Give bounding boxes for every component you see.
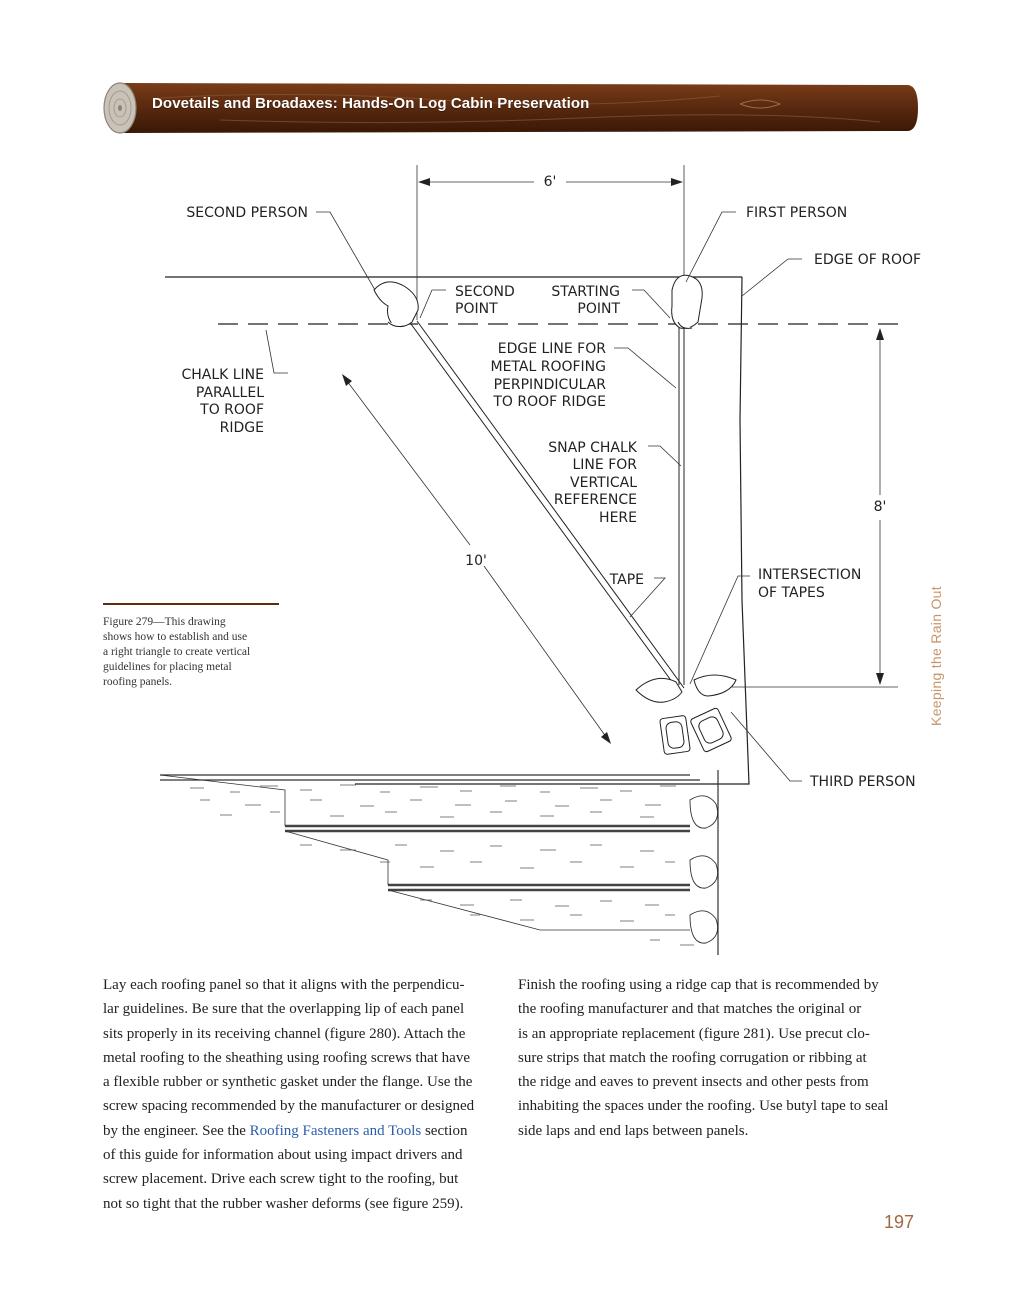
- second-point-label-1: SECOND: [455, 284, 515, 300]
- body-line: sure strips that match the roofing corru…: [518, 1049, 867, 1066]
- body-line: screw placement. Drive each screw tight …: [103, 1171, 459, 1188]
- header-log-banner: [103, 82, 918, 134]
- header-title: Dovetails and Broadaxes: Hands-On Log Ca…: [152, 95, 590, 112]
- body-line: lar guidelines. Be sure that the overlap…: [103, 1001, 465, 1018]
- chalk-line-label-2: PARALLEL: [196, 385, 264, 401]
- body-line: of this guide for information about usin…: [103, 1147, 463, 1164]
- roof-outline: [165, 276, 750, 785]
- caption-line: a right triangle to create vertical: [103, 646, 251, 658]
- six-foot-label: 6': [544, 174, 557, 190]
- body-line: not so tight that the rubber washer defo…: [103, 1195, 464, 1212]
- body-line: the roofing manufacturer and that matche…: [518, 1001, 862, 1018]
- snap-chalk-label-1: SNAP CHALK: [548, 440, 638, 456]
- second-person-hand: [373, 281, 419, 328]
- edge-of-roof-label: EDGE OF ROOF: [814, 252, 921, 268]
- body-line: inhabiting the spaces under the roofing.…: [518, 1098, 889, 1115]
- first-person-label: FIRST PERSON: [746, 205, 847, 221]
- figure-caption: Figure 279—This drawing shows how to est…: [103, 615, 283, 690]
- caption-line: roofing panels.: [103, 676, 172, 688]
- leader-lines: [265, 211, 802, 782]
- body-line: screw spacing recommended by the manufac…: [103, 1098, 475, 1115]
- chalk-line-label-4: RIDGE: [220, 420, 264, 436]
- third-person-label: THIRD PERSON: [809, 774, 916, 790]
- eight-foot-label: 8': [874, 499, 887, 515]
- body-line: Finish the roofing using a ridge cap tha…: [518, 977, 879, 993]
- second-person-label: SECOND PERSON: [186, 205, 308, 221]
- third-person-hands: [635, 674, 737, 755]
- intersection-label-2: OF TAPES: [758, 585, 825, 601]
- edge-line-label-4: TO ROOF RIDGE: [492, 394, 606, 410]
- body-line: Lay each roofing panel so that it aligns…: [103, 977, 465, 993]
- tape-label: TAPE: [609, 572, 644, 588]
- snap-chalk-label-3: VERTICAL: [570, 475, 637, 491]
- body-text-fragment: by the engineer. See the: [103, 1122, 250, 1139]
- body-line: side laps and end laps between panels.: [518, 1122, 749, 1139]
- starting-point-label-2: POINT: [577, 301, 620, 317]
- measuring-tapes: [410, 320, 685, 691]
- body-text-right-column: Finish the roofing using a ridge cap tha…: [518, 973, 920, 1143]
- body-line: sits properly in its receiving channel (…: [103, 1025, 466, 1042]
- starting-point-label-1: STARTING: [551, 284, 620, 300]
- snap-chalk-label-5: HERE: [599, 510, 637, 526]
- caption-line: guidelines for placing metal: [103, 661, 232, 673]
- second-point-label-2: POINT: [455, 301, 498, 317]
- body-line: metal roofing to the sheathing using roo…: [103, 1049, 470, 1066]
- edge-line-label-3: PERPINDICULAR: [494, 377, 607, 393]
- roofing-fasteners-link[interactable]: Roofing Fasteners and Tools: [249, 1122, 422, 1139]
- edge-line-label-1: EDGE LINE FOR: [498, 341, 607, 357]
- body-line: is an appropriate replacement (figure 28…: [518, 1025, 870, 1042]
- edge-line-label-2: METAL ROOFING: [491, 359, 607, 375]
- intersection-label-1: INTERSECTION: [758, 567, 861, 583]
- body-line: the ridge and eaves to prevent insects a…: [518, 1074, 869, 1091]
- caption-line: shows how to establish and use: [103, 631, 248, 643]
- body-text-fragment: section: [421, 1122, 468, 1139]
- body-text-left-column: Lay each roofing panel so that it aligns…: [103, 973, 505, 1216]
- ten-foot-dimension: 10': [342, 374, 611, 744]
- caption-rule: [103, 603, 279, 605]
- section-side-label: Keeping the Rain Out: [928, 586, 944, 726]
- page-number: 197: [884, 1212, 915, 1232]
- snap-chalk-label-2: LINE FOR: [573, 457, 638, 473]
- caption-line: Figure 279—This drawing: [103, 616, 226, 628]
- eight-foot-dimension: 8': [874, 328, 887, 685]
- diagram-labels: SECOND PERSON FIRST PERSON EDGE OF ROOF …: [181, 205, 921, 790]
- ten-foot-label: 10': [465, 553, 487, 569]
- first-person-hand: [671, 274, 703, 329]
- snap-chalk-label-4: REFERENCE: [554, 492, 637, 508]
- log-wall-illustration: [159, 770, 719, 955]
- right-triangle-diagram: 6' 8' 10': [159, 165, 921, 955]
- chalk-line-label-1: CHALK LINE: [181, 367, 264, 383]
- body-line: a flexible rubber or synthetic gasket un…: [103, 1074, 473, 1091]
- body-line-with-link: by the engineer. See the Roofing Fastene…: [103, 1119, 505, 1143]
- chalk-line-label-3: TO ROOF: [199, 402, 264, 418]
